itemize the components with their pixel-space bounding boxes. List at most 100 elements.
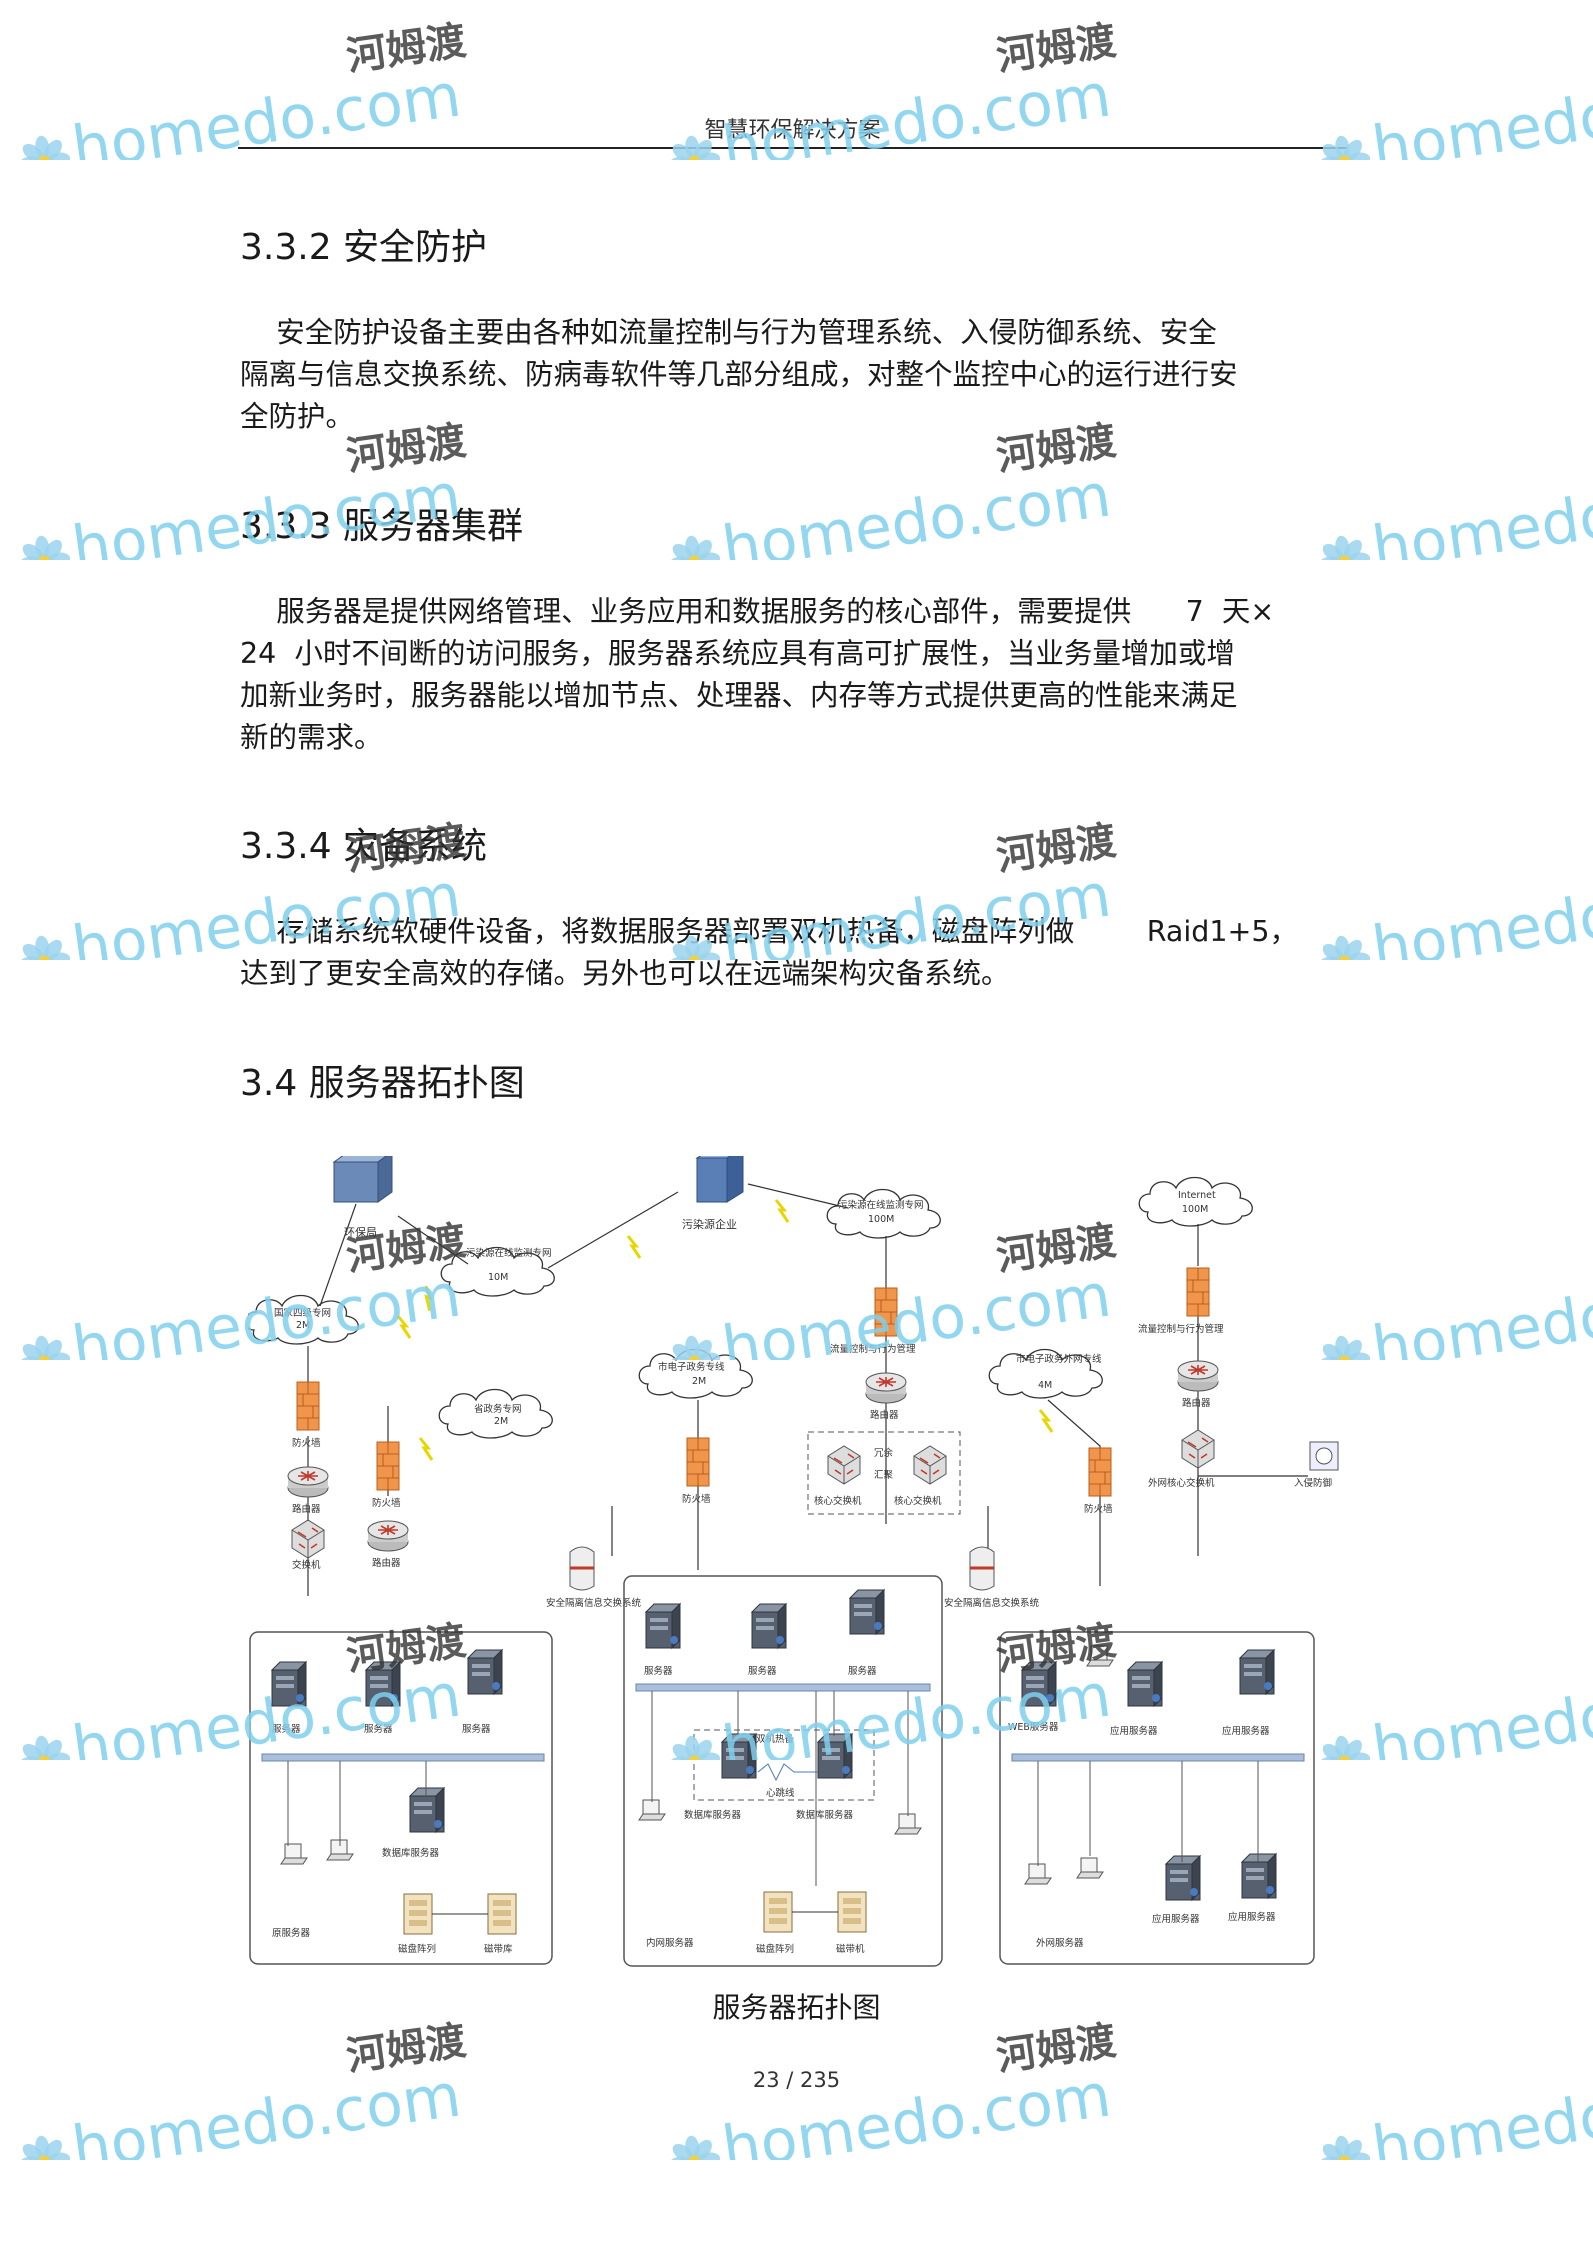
label-db-server-m1: 数据库服务器 [684, 1809, 742, 1821]
label-flow-ctrl-1: 流量控制与行为管理 [830, 1343, 916, 1355]
label-disk-array-left: 磁盘阵列 [398, 1943, 436, 1955]
label-core-switch-1: 核心交换机 [814, 1495, 862, 1507]
section-heading-333: 3.3.3 服务器集群 [240, 506, 524, 547]
label-online-private-net: 污染源在线监测专网 [838, 1199, 924, 1211]
label-isolation-1: 安全隔离信息交换系统 [546, 1597, 642, 1609]
label-db-server-left: 数据库服务器 [382, 1847, 440, 1859]
label-app-server-1: 应用服务器 [1110, 1725, 1158, 1737]
svg-text:homedo.com: homedo.com [1368, 860, 1593, 960]
section-333-body: 服务器是提供网络管理、业务应用和数据服务的核心部件，需要提供 7 天× 24 小… [240, 591, 1290, 759]
label-server-m2: 服务器 [748, 1665, 777, 1677]
label-aggregate: 汇聚 [874, 1470, 894, 1481]
page-number: 23 / 235 [752, 2068, 841, 2092]
section-heading-34: 3.4 服务器拓扑图 [240, 1063, 525, 1104]
label-city-gov-net: 市电子政务专线 [658, 1361, 725, 1373]
label-firewall-left: 防火墙 [292, 1437, 321, 1449]
text-line: 存储系统软硬件设备，将数据服务器部署双机热备，磁盘阵列做 Raid1+5， [240, 915, 1299, 948]
svg-text:homedo.com: homedo.com [1368, 60, 1593, 160]
label-db-server-m2: 数据库服务器 [796, 1809, 854, 1821]
text-line: 全防护。 [240, 400, 355, 433]
flower-icon [1318, 2135, 1371, 2160]
svg-text:河姆渡: 河姆渡 [344, 18, 469, 80]
svg-text:homedo.com: homedo.com [1368, 460, 1593, 560]
section-332-body: 安全防护设备主要由各种如流量控制与行为管理系统、入侵防御系统、安全 隔离与信息交… [240, 312, 1290, 438]
label-server-l1: 服务器 [272, 1723, 301, 1735]
label-app-server-3: 应用服务器 [1152, 1913, 1200, 1925]
label-flow-ctrl-2: 流量控制与行为管理 [1138, 1323, 1224, 1335]
label-router-prov: 路由器 [372, 1557, 401, 1569]
page-header: 智慧环保解决方案 [704, 118, 881, 143]
text-line: 隔离与信息交换系统、防病毒软件等几部分组成，对整个监控中心的运行进行安 [240, 358, 1238, 391]
text-line: 加新业务时，服务器能以增加节点、处理器、内存等方式提供更高的性能来满足 [240, 679, 1238, 712]
label-hot-standby: 双机热备 [756, 1733, 795, 1745]
label-server-m3: 服务器 [848, 1665, 877, 1677]
flower-icon [668, 535, 721, 560]
flower-icon [1318, 535, 1371, 560]
label-tape-lib: 磁带库 [484, 1943, 513, 1955]
flower-icon [18, 2135, 71, 2160]
header-rule [238, 147, 1348, 149]
label-orig-servers: 原服务器 [272, 1927, 311, 1939]
label-online-private-bw: 100M [868, 1214, 894, 1225]
label-national-bw: 2M [296, 1320, 310, 1331]
section-334-body: 存储系统软硬件设备，将数据服务器部署双机热备，磁盘阵列做 Raid1+5， 达到… [240, 911, 1299, 995]
flower-icon [668, 2135, 721, 2160]
label-isolation-2: 安全隔离信息交换系统 [944, 1597, 1040, 1609]
label-router-mid: 路由器 [870, 1409, 899, 1421]
text-line: 服务器是提供网络管理、业务应用和数据服务的核心部件，需要提供 7 天× [240, 595, 1275, 628]
flower-icon [18, 935, 71, 960]
label-internet: Internet [1178, 1190, 1216, 1201]
label-firewall-prov: 防火墙 [372, 1497, 401, 1509]
svg-text:河姆渡: 河姆渡 [994, 18, 1119, 80]
label-intranet-servers: 内网服务器 [646, 1937, 694, 1949]
svg-text:homedo.com: homedo.com [1368, 1660, 1593, 1760]
label-server-l3: 服务器 [462, 1723, 491, 1735]
label-router-right: 路由器 [1182, 1397, 1211, 1409]
label-env-bureau: 环保局 [344, 1225, 377, 1239]
flower-icon [18, 1335, 71, 1360]
label-tape-drive: 磁带机 [836, 1943, 865, 1955]
flower-icon [18, 535, 71, 560]
svg-text:homedo.com: homedo.com [68, 60, 465, 160]
label-router-left: 路由器 [292, 1503, 321, 1515]
svg-text:河姆渡: 河姆渡 [994, 818, 1119, 880]
label-disk-array-mid: 磁盘阵列 [756, 1943, 794, 1955]
svg-text:homedo.com: homedo.com [718, 60, 1115, 160]
svg-text:homedo.com: homedo.com [718, 460, 1115, 560]
label-server-l2: 服务器 [364, 1723, 393, 1735]
svg-text:homedo.com: homedo.com [1368, 1260, 1593, 1360]
label-city-ext-net: 市电子政务外网专线 [1016, 1353, 1102, 1365]
label-polluter-online-bw: 10M [488, 1272, 508, 1283]
label-ips: 入侵防御 [1294, 1477, 1332, 1489]
text-line: 24 小时不间断的访问服务，服务器系统应具有高可扩展性，当业务量增加或增 [240, 637, 1235, 670]
label-polluter-online-net: 污染源在线监测专网 [466, 1247, 552, 1259]
server-topology-diagram: 环保局 污染源企业 国家四级专网 2M 污染源在线监测专网 10M 污染源在线监… [248, 1156, 1339, 1967]
label-ext-core-switch: 外网核心交换机 [1148, 1477, 1215, 1489]
label-app-server-2: 应用服务器 [1222, 1725, 1270, 1737]
label-internet-bw: 100M [1182, 1204, 1208, 1215]
label-firewall-mid: 防火墙 [682, 1493, 711, 1505]
label-core-switch-2: 核心交换机 [894, 1495, 942, 1507]
label-city-gov-bw: 2M [692, 1376, 706, 1387]
text-line: 达到了更安全高效的存储。另外也可以在远端架构灾备系统。 [240, 957, 1010, 990]
flower-icon [18, 1735, 71, 1760]
flower-icon [1318, 935, 1371, 960]
section-heading-332: 3.3.2 安全防护 [240, 227, 488, 268]
label-switch-left: 交换机 [292, 1559, 321, 1571]
label-national-net: 国家四级专网 [274, 1307, 331, 1319]
label-city-ext-bw: 4M [1038, 1380, 1052, 1391]
label-heartbeat: 心跳线 [766, 1787, 795, 1799]
label-web-server: WEB服务器 [1008, 1721, 1059, 1733]
flower-icon [18, 135, 71, 160]
label-prov-net: 省政务专网 [474, 1403, 522, 1415]
label-server-m1: 服务器 [644, 1665, 673, 1677]
label-redundant: 冗余 [874, 1447, 894, 1459]
label-app-server-4: 应用服务器 [1228, 1911, 1276, 1923]
label-polluter: 污染源企业 [682, 1217, 737, 1231]
label-extranet-servers: 外网服务器 [1036, 1937, 1084, 1949]
label-prov-bw: 2M [494, 1416, 508, 1427]
text-line: 新的需求。 [240, 721, 383, 754]
text-line: 安全防护设备主要由各种如流量控制与行为管理系统、入侵防御系统、安全 [240, 316, 1217, 349]
